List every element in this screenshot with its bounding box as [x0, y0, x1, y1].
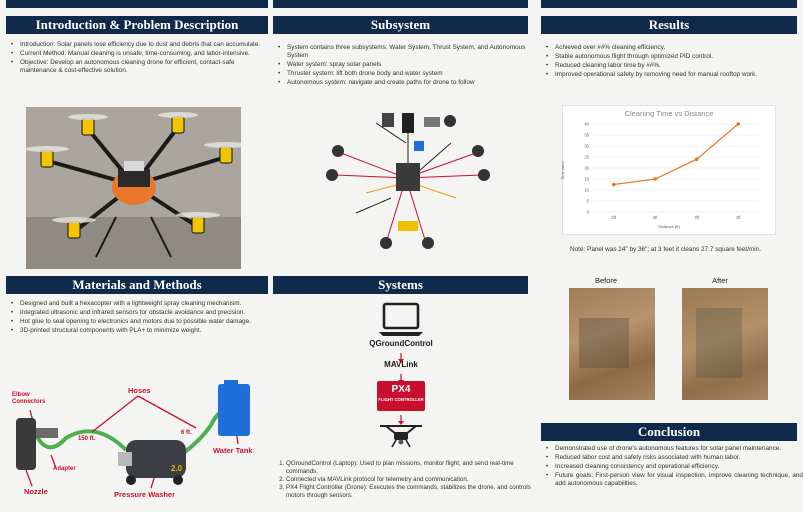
intro-header: Introduction & Problem Description [6, 16, 268, 34]
materials-header: Materials and Methods [6, 276, 268, 294]
chart-x-tick-label: 3ft [694, 215, 699, 220]
drone-icon [376, 422, 426, 448]
chart-xlabel: Distance (ft) [658, 224, 680, 229]
conclusion-bullet: Demonstrated use of drone's autonomous f… [546, 445, 803, 454]
chart-y-tick-label: 10 [584, 188, 589, 193]
systems-item: QGroundControl (Laptop): Used to plan mi… [286, 460, 536, 476]
subsystem-bullet: Water system: spray solar panels [278, 61, 533, 70]
water-system-diagram: Elbow Connectors Hoses 150 ft. 6 ft. Ada… [6, 380, 268, 505]
arrow-down-icon [398, 371, 404, 384]
chart-x-tick-label: 2ft [611, 215, 616, 220]
intro-bullets: Introduction: Solar panels lose efficien… [7, 41, 270, 76]
chart-y-tick-label: 35 [584, 133, 589, 138]
results-bullets: Achieved over ##% cleaning efficiency. S… [542, 44, 801, 80]
washer-model-mark: 2.0 [171, 464, 183, 473]
subsystem-bullet: Autonomous system: navigate and create p… [278, 79, 533, 88]
intro-bullet: Introduction: Solar panels lose efficien… [11, 41, 270, 50]
results-bullet: Reduced cleaning labor time by ##%. [546, 62, 801, 71]
materials-bullet: Hot glue to seal opening to electronics … [11, 318, 270, 327]
results-bullet: Improved operational safety by removing … [546, 71, 801, 80]
elbow-label: Elbow Connectors [12, 392, 46, 405]
after-label: After [712, 276, 728, 285]
systems-item: Connected via MAVLink protocol for telem… [286, 476, 536, 484]
cleaning-time-chart: Cleaning Time vs Distance 0 5 10 15 20 25 30 35… [559, 105, 776, 235]
chart-point [736, 122, 741, 126]
before-photo [569, 288, 655, 400]
hexacopter-photo [26, 107, 241, 269]
water-tank-label: Water Tank [213, 446, 253, 455]
laptop-icon [378, 302, 424, 338]
intro-bullet: Objective: Develop an autonomous cleanin… [11, 59, 270, 76]
top-bar-right [541, 0, 797, 8]
arrow-down-icon [398, 412, 404, 425]
arrow-down-icon [398, 350, 404, 363]
conclusion-bullet: Reduced labor cost and safety risks asso… [546, 454, 803, 463]
hose-length-6: 6 ft. [181, 430, 192, 436]
pressure-washer-label: Pressure Washer [114, 490, 176, 499]
hose-length-150: 150 ft. [78, 436, 96, 442]
materials-bullet: Designed and built a hexacopter with a l… [11, 300, 270, 309]
adapter-label: Adapter [53, 466, 76, 472]
materials-bullets: Designed and built a hexacopter with a l… [7, 300, 270, 336]
mavlink-label: MAVLink [384, 360, 418, 369]
subsystem-header: Subsystem [273, 16, 528, 34]
systems-header: Systems [273, 276, 528, 294]
chart-series-line [613, 123, 739, 186]
px4-label: PX4 [391, 384, 411, 395]
results-note: Note: Panel was 24" by 36"; at 3 feet it… [570, 246, 762, 253]
materials-bullet: 3D-printed structural components with PL… [11, 327, 270, 336]
subsystem-bullets: System contains three subsystems: Water … [274, 44, 533, 88]
chart-point [653, 177, 658, 181]
chart-ylabel: Time (sec) [559, 161, 565, 180]
materials-bullet: Integrated ultrasonic and infrared senso… [11, 309, 270, 318]
chart-plot: 0 5 10 15 20 25 30 35 40 2ft 2ft 3ft 4ft [584, 122, 759, 220]
results-bullet: Stable autonomous flight through optimiz… [546, 53, 801, 62]
chart-point [694, 157, 699, 161]
intro-bullet: Current Method: Manual cleaning is unsaf… [11, 50, 270, 59]
systems-list: QGroundControl (Laptop): Used to plan mi… [274, 460, 536, 500]
chart-y-tick-label: 0 [587, 210, 590, 215]
conclusion-bullet: Future goals: First-person view for visu… [546, 472, 803, 489]
chart-x-tick-label: 2ft [653, 215, 658, 220]
chart-y-tick-label: 5 [587, 199, 590, 204]
chart-y-tick-label: 25 [584, 155, 589, 160]
chart-y-tick-label: 15 [584, 177, 589, 182]
before-label: Before [594, 276, 618, 285]
chart-y-tick-label: 20 [584, 166, 589, 171]
chart-point [611, 182, 616, 187]
subsystem-bullet: Thruster system: lift both drone body an… [278, 70, 533, 79]
chart-title: Cleaning Time vs Distance [624, 109, 714, 118]
after-photo [682, 288, 768, 400]
subsystem-bullet: System contains three subsystems: Water … [278, 44, 533, 61]
systems-item: PX4 Flight Controller (Drone): Executes … [286, 484, 536, 500]
qgroundcontrol-label: QGroundControl [369, 339, 433, 348]
wiring-diagram [316, 103, 496, 253]
px4-sub-label: FLIGHT CONTROLLER [378, 397, 424, 402]
results-bullet: Achieved over ##% cleaning efficiency. [546, 44, 801, 53]
chart-y-tick-label: 40 [584, 122, 589, 127]
px4-box: PX4 FLIGHT CONTROLLER [377, 381, 425, 411]
chart-y-tick-label: 30 [584, 144, 589, 149]
chart-x-tick-label: 4ft [736, 215, 741, 220]
nozzle-label: Nozzle [24, 487, 48, 496]
conclusion-bullet: Increased cleaning consistency and opera… [546, 463, 803, 472]
top-bar-mid [273, 0, 528, 8]
results-header: Results [541, 16, 797, 34]
top-bar-left [6, 0, 268, 8]
conclusion-header: Conclusion [541, 423, 797, 441]
conclusion-bullets: Demonstrated use of drone's autonomous f… [542, 445, 803, 489]
hoses-label: Hoses [128, 386, 151, 395]
